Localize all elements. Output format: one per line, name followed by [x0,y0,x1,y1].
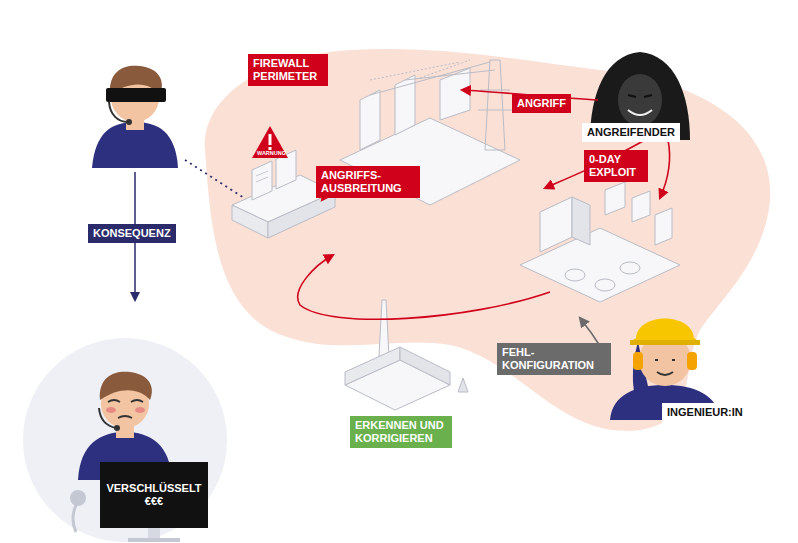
monitor-screen: VERSCHLÜSSELT €€€ [100,462,208,528]
action-label: ERKENNEN UND KORRIGIEREN [350,416,452,448]
label-text: ANGRIFFS- AUSBREITUNG [321,169,415,195]
label-text: ERKENNEN UND KORRIGIEREN [355,419,447,445]
role-label: INGENIEUR:IN [662,403,748,422]
callout-box: FEHL- KONFIGURATION [497,343,611,375]
operator-figure [92,66,178,168]
network-zone [205,49,771,431]
label-text: ANGRIFF [517,97,566,110]
monitoring-line [185,160,252,203]
exploit-arrow [660,140,670,198]
consequence-scene [23,338,227,542]
smart-meters [520,182,680,302]
factory [345,300,468,410]
label-text: FIREWALL PERIMETER [253,57,323,83]
spread-arrow [298,255,550,319]
callout-box: 0-DAY EXPLOIT [584,150,648,182]
label-text: KONSEQUENZ [93,227,171,240]
label-text: 0-DAY EXPLOIT [589,153,643,179]
warning-triangle [252,126,288,158]
callout-box: FIREWALL PERIMETER [248,54,328,86]
callout-box: ANGRIFFS- AUSBREITUNG [316,166,420,198]
label-text: INGENIEUR:IN [667,406,743,419]
misconfiguration-arrow [580,318,600,346]
consequence-label: KONSEQUENZ [88,224,176,243]
label-text: ANGREIFENDER [587,126,675,139]
label-text: FEHL- KONFIGURATION [502,346,606,372]
callout-box: ANGRIFF [512,94,571,113]
warning-text: WARNUNG [257,150,286,156]
role-label: ANGREIFENDER [582,123,680,142]
label-text: VERSCHLÜSSELT €€€ [105,482,203,508]
